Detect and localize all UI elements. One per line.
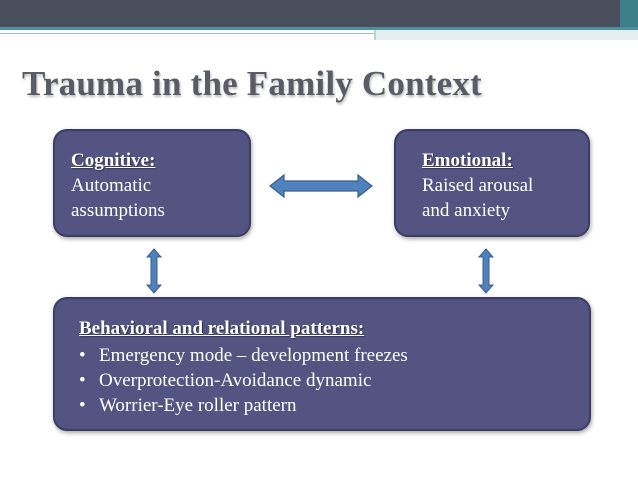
emotional-box: Emotional: Raised arousal and anxiety [394,129,590,237]
cognitive-heading: Cognitive: [71,150,156,171]
cognitive-box: Cognitive: Automatic assumptions [53,129,251,237]
header-accent-block [374,30,638,40]
list-item-text: Overprotection-Avoidance dynamic [99,370,372,391]
list-item: • Worrier-Eye roller pattern [79,393,565,418]
list-item-text: Emergency mode – development freezes [99,345,408,366]
behavioral-box: Behavioral and relational patterns: • Eme… [53,297,591,431]
list-item: • Overprotection-Avoidance dynamic [79,368,565,393]
right-vertical-double-arrow-icon [477,248,495,294]
cognitive-line-2: assumptions [71,200,165,221]
left-vertical-double-arrow-icon [145,248,163,294]
behavioral-list: • Emergency mode – development freezes • O… [79,343,565,418]
header-band-accent [620,0,638,27]
list-item-text: Worrier-Eye roller pattern [99,395,297,416]
list-item: • Emergency mode – development freezes [79,343,565,368]
horizontal-double-arrow-icon [269,173,373,199]
bullet-icon: • [79,370,86,391]
header-band [0,0,638,27]
slide-title: Trauma in the Family Context [22,64,482,103]
header-accent-line [0,27,638,30]
emotional-heading: Emotional: [422,150,513,171]
emotional-line-1: Raised arousal [422,175,534,196]
emotional-line-2: and anxiety [422,200,511,221]
cognitive-line-1: Automatic [71,175,152,196]
bullet-icon: • [79,395,86,416]
behavioral-heading: Behavioral and relational patterns: [79,318,365,339]
bullet-icon: • [79,345,86,366]
header-thin-line [0,33,638,34]
